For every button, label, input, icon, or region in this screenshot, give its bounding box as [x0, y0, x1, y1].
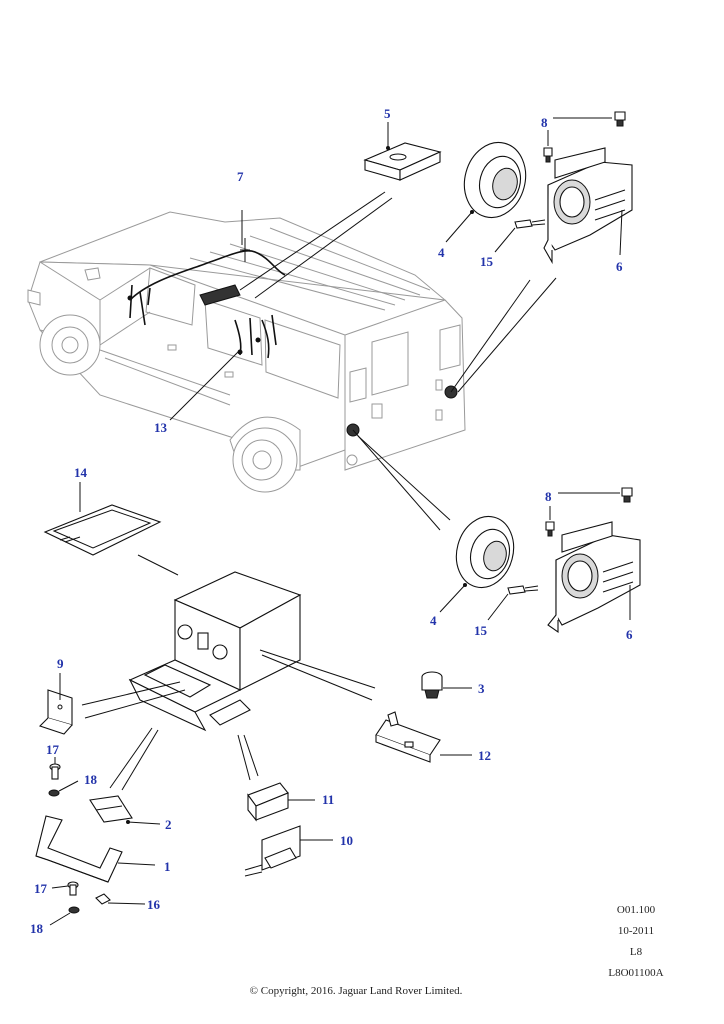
- illustration-id: L8O01100A: [608, 967, 663, 979]
- callout-15-lower[interactable]: 15: [474, 623, 488, 638]
- callout-4-lower[interactable]: 4: [430, 613, 437, 628]
- callout-13[interactable]: 13: [154, 420, 168, 435]
- callout-4-upper[interactable]: 4: [438, 245, 445, 260]
- callout-16[interactable]: 16: [147, 897, 161, 912]
- cubby-leaders: [81, 649, 376, 791]
- callout-6-upper[interactable]: 6: [616, 259, 623, 274]
- callout-12[interactable]: 12: [478, 748, 491, 763]
- part-18-washer-lower[interactable]: [49, 906, 80, 926]
- part-5-amplifier[interactable]: [363, 122, 442, 181]
- callout-8-upper[interactable]: 8: [541, 115, 548, 130]
- callout-10[interactable]: 10: [340, 833, 353, 848]
- callout-6-lower[interactable]: 6: [626, 627, 633, 642]
- callout-2[interactable]: 2: [165, 817, 172, 832]
- part-15-screw-upper[interactable]: [494, 219, 546, 253]
- callout-18-upper[interactable]: 18: [84, 772, 98, 787]
- part-3-lighter[interactable]: [421, 671, 472, 699]
- vehicle-outline: [27, 211, 466, 493]
- callout-1[interactable]: 1: [164, 859, 171, 874]
- callout-17-upper[interactable]: 17: [46, 742, 60, 757]
- part-6-bracket-lower[interactable]: [547, 521, 641, 634]
- callout-17-lower[interactable]: 17: [34, 881, 48, 896]
- part-12-bracket[interactable]: [375, 711, 472, 763]
- diagram-series: L8: [630, 946, 643, 958]
- callout-3[interactable]: 3: [478, 681, 485, 696]
- part-8-clips-upper[interactable]: [543, 111, 626, 163]
- copyright-notice: © Copyright, 2016. Jaguar Land Rover Lim…: [250, 985, 463, 997]
- callout-11[interactable]: 11: [322, 792, 334, 807]
- callout-labels: 5 7 8 4 15 6 13 14 8 4 15 6 9 3 12 17 18…: [30, 106, 633, 936]
- callout-14[interactable]: 14: [74, 465, 88, 480]
- part-10-lamp-bracket[interactable]: [244, 825, 333, 877]
- part-14-mat[interactable]: [43, 482, 179, 576]
- part-18-washer-upper[interactable]: [48, 780, 79, 797]
- harness-on-vehicle: [127, 238, 286, 359]
- diagram-meta: O01.100 10-2011 L8 L8O01100A © Copyright…: [250, 904, 664, 997]
- part-16-nut[interactable]: [95, 893, 146, 905]
- part-6-bracket-upper[interactable]: [543, 147, 633, 265]
- part-9-bracket[interactable]: [38, 673, 73, 735]
- callout-8-lower[interactable]: 8: [545, 489, 552, 504]
- part-4-speaker-upper[interactable]: [445, 136, 534, 243]
- callout-18-lower[interactable]: 18: [30, 921, 44, 936]
- diagram-date: 10-2011: [618, 925, 654, 937]
- cubby-box: [128, 571, 302, 732]
- part-4-speaker-lower[interactable]: [439, 510, 521, 613]
- diagram-reference: O01.100: [617, 904, 656, 916]
- callout-5[interactable]: 5: [384, 106, 391, 121]
- part-15-screw-lower[interactable]: [487, 585, 539, 621]
- part-8-clips-lower[interactable]: [545, 487, 633, 537]
- leader-lines: [169, 191, 557, 531]
- part-1-bracket[interactable]: [35, 815, 156, 883]
- part-2-housing[interactable]: [89, 795, 161, 825]
- part-17-bolt-lower[interactable]: [51, 881, 79, 896]
- callout-9[interactable]: 9: [57, 656, 64, 671]
- part-11-lamp[interactable]: [247, 782, 315, 822]
- callout-15-upper[interactable]: 15: [480, 254, 494, 269]
- callout-7[interactable]: 7: [237, 169, 244, 184]
- part-17-bolt-upper[interactable]: [49, 757, 61, 780]
